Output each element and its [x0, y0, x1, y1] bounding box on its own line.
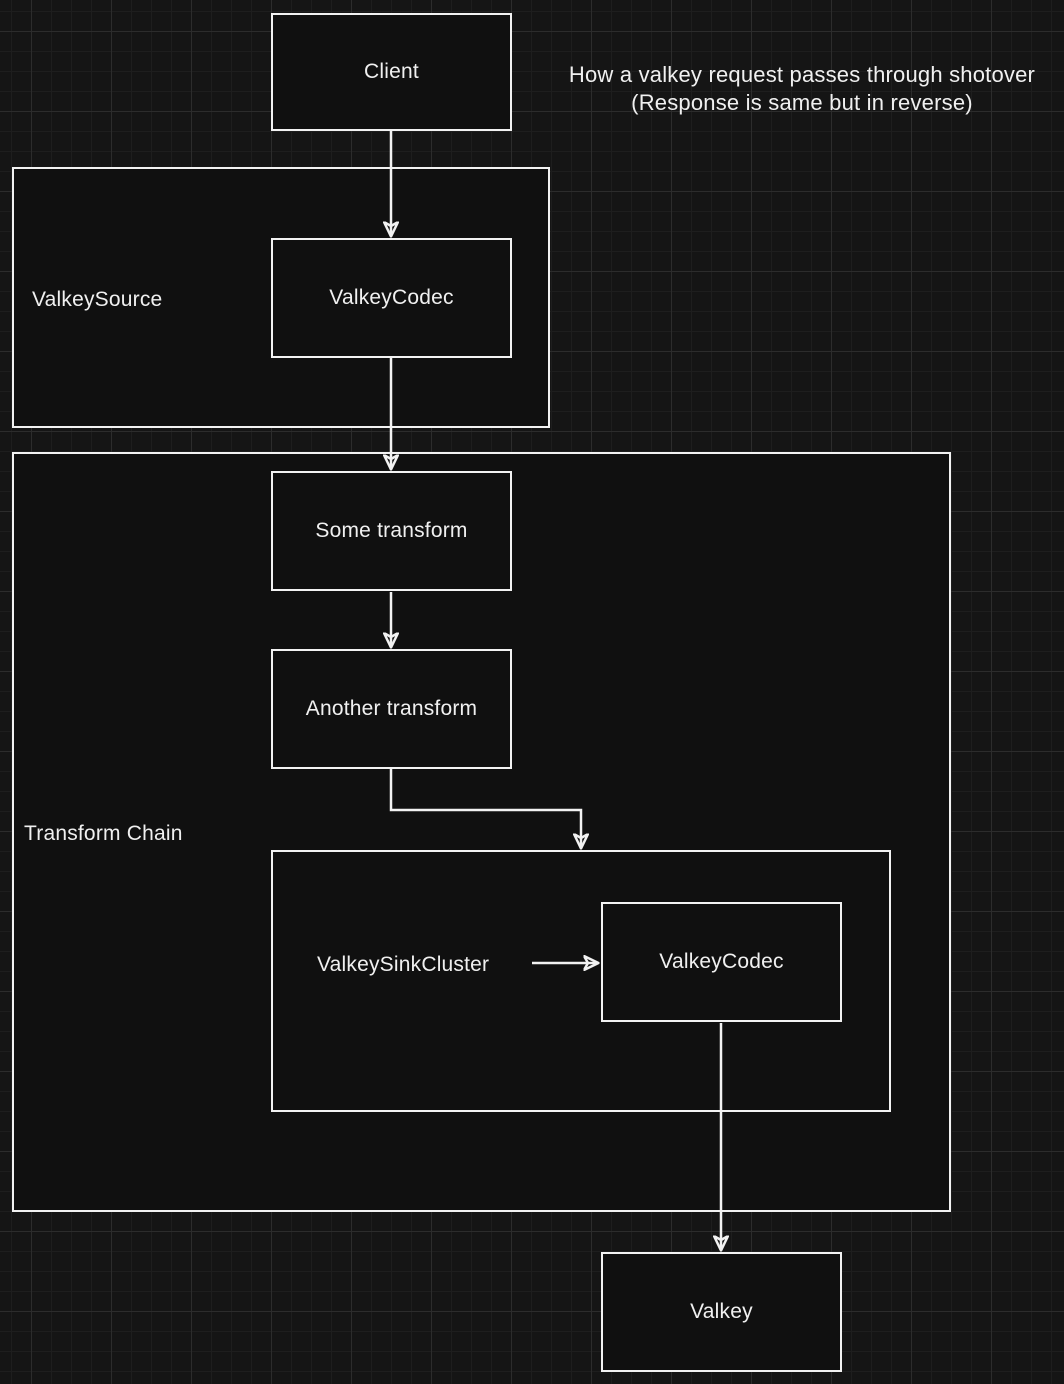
- node-another-transform[interactable]: Another transform: [271, 649, 512, 769]
- container-valkey-source-label: ValkeySource: [32, 288, 163, 311]
- container-valkey-sink-cluster-label: ValkeySinkCluster: [317, 953, 490, 976]
- node-client[interactable]: Client: [271, 13, 512, 131]
- diagram-title-line2: (Response is same but in reverse): [631, 90, 973, 115]
- node-client-label: Client: [364, 60, 419, 83]
- node-valkey[interactable]: Valkey: [601, 1252, 842, 1372]
- node-some-transform[interactable]: Some transform: [271, 471, 512, 591]
- node-valkey-codec-source-label: ValkeyCodec: [329, 286, 454, 309]
- arrow-another-transform-to-valkey-sink-cluster[interactable]: [389, 769, 581, 848]
- diagram-title: How a valkey request passes through shot…: [540, 61, 1064, 117]
- container-transform-chain-label: Transform Chain: [24, 822, 183, 845]
- node-another-transform-label: Another transform: [305, 697, 478, 720]
- node-valkey-codec-sink-label: ValkeyCodec: [659, 950, 784, 973]
- node-valkey-codec-source[interactable]: ValkeyCodec: [271, 238, 512, 358]
- node-valkey-codec-sink[interactable]: ValkeyCodec: [601, 902, 842, 1022]
- diagram-title-line1: How a valkey request passes through shot…: [568, 62, 1036, 87]
- node-valkey-label: Valkey: [690, 1300, 753, 1323]
- node-some-transform-label: Some transform: [315, 519, 468, 542]
